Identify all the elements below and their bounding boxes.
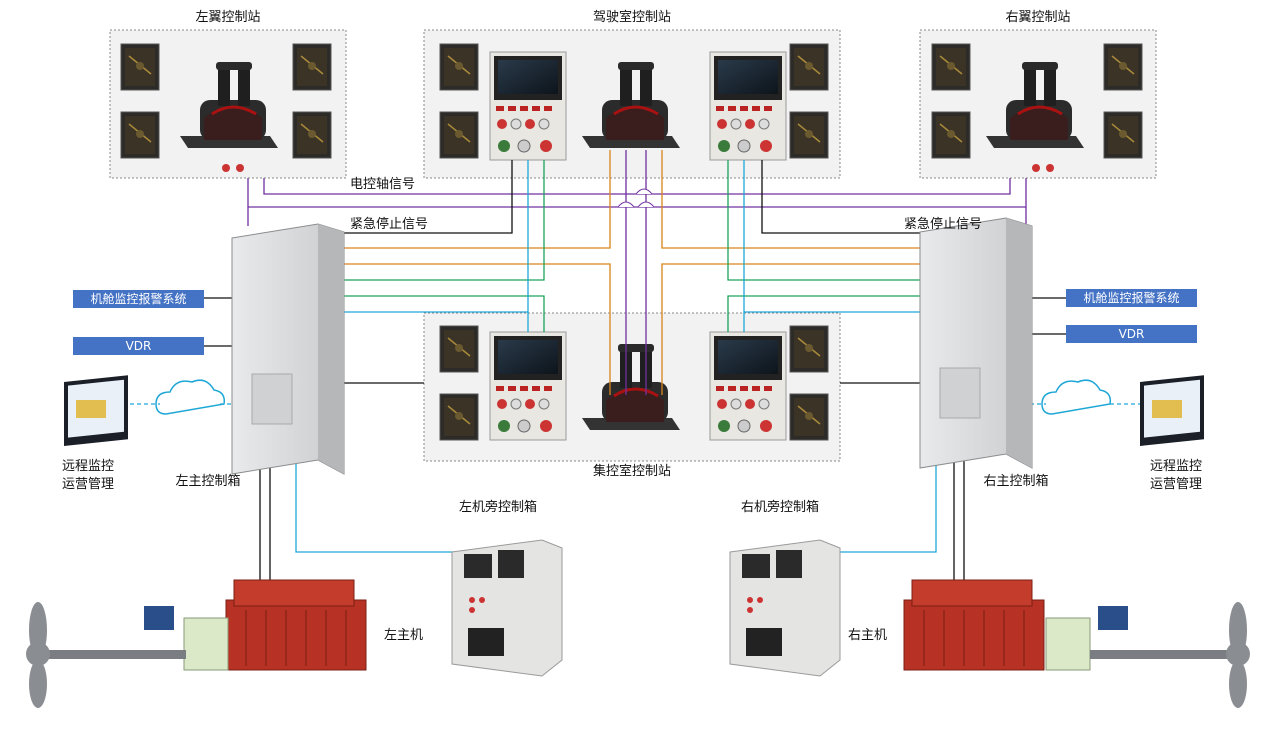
right-main-cabinet-label: 右主控制箱	[983, 474, 1049, 489]
remote-monitor	[1140, 375, 1204, 446]
left-main-engine	[225, 579, 367, 671]
control-unit	[709, 331, 787, 441]
indicator-panel	[789, 111, 829, 159]
bridge-station-title: 驾驶室控制站	[592, 10, 672, 25]
right-local-cabinet-label: 右机旁控制箱	[740, 500, 820, 515]
remote-label-left: 远程监控 运营管理	[62, 458, 114, 494]
left-engine-label: 左主机	[384, 628, 424, 643]
left-wing-station-title: 左翼控制站	[195, 10, 261, 25]
cloud-icon	[155, 379, 226, 415]
control-unit	[709, 51, 787, 161]
remote-monitor	[64, 375, 128, 446]
indicator-panel	[931, 43, 971, 91]
indicator-panel	[292, 111, 332, 159]
right-main-engine	[903, 579, 1045, 671]
alarm-system-box-right: 机舱监控报警系统	[1066, 289, 1197, 307]
left-main-cabinet-label: 左主控制箱	[175, 474, 241, 489]
indicator-panel	[789, 393, 829, 441]
left-local-cabinet	[451, 539, 563, 677]
remote-label-right: 远程监控 运营管理	[1150, 458, 1202, 494]
indicator-panel	[439, 111, 479, 159]
right-propeller	[1226, 602, 1250, 708]
shaft-signal-label: 电控轴信号	[350, 177, 416, 192]
indicator-panel	[789, 325, 829, 373]
estop-signal-label-left: 紧急停止信号	[350, 217, 429, 232]
indicator-panel	[292, 43, 332, 91]
right-local-cabinet	[729, 539, 841, 677]
right-main-cabinet	[919, 217, 1033, 469]
cloud-icon	[1041, 379, 1112, 415]
vdr-box-right: VDR	[1066, 325, 1197, 343]
remote-line2: 运营管理	[1149, 477, 1203, 492]
indicator-panel	[1103, 43, 1143, 91]
indicator-panel	[439, 43, 479, 91]
indicator-panel	[120, 43, 160, 91]
remote-line2: 运营管理	[61, 477, 115, 492]
estop-signal-label-right: 紧急停止信号	[904, 217, 983, 232]
vdr-box-left: VDR	[73, 337, 204, 355]
indicator-panel	[931, 111, 971, 159]
ecr-station-title: 集控室控制站	[592, 464, 672, 479]
remote-line1: 远程监控	[61, 459, 115, 474]
remote-line1: 远程监控	[1149, 459, 1203, 474]
indicator-panel	[789, 43, 829, 91]
alarm-system-box-left: 机舱监控报警系统	[73, 290, 204, 308]
control-unit	[489, 51, 567, 161]
indicator-panel	[439, 325, 479, 373]
left-propeller	[26, 602, 50, 708]
control-unit	[489, 331, 567, 441]
right-wing-station-title: 右翼控制站	[1005, 10, 1071, 25]
indicator-panel	[1103, 111, 1143, 159]
right-engine-label: 右主机	[848, 628, 888, 643]
indicator-panel	[439, 393, 479, 441]
left-main-cabinet	[231, 223, 345, 475]
indicator-panel	[120, 111, 160, 159]
left-local-cabinet-label: 左机旁控制箱	[458, 500, 538, 515]
